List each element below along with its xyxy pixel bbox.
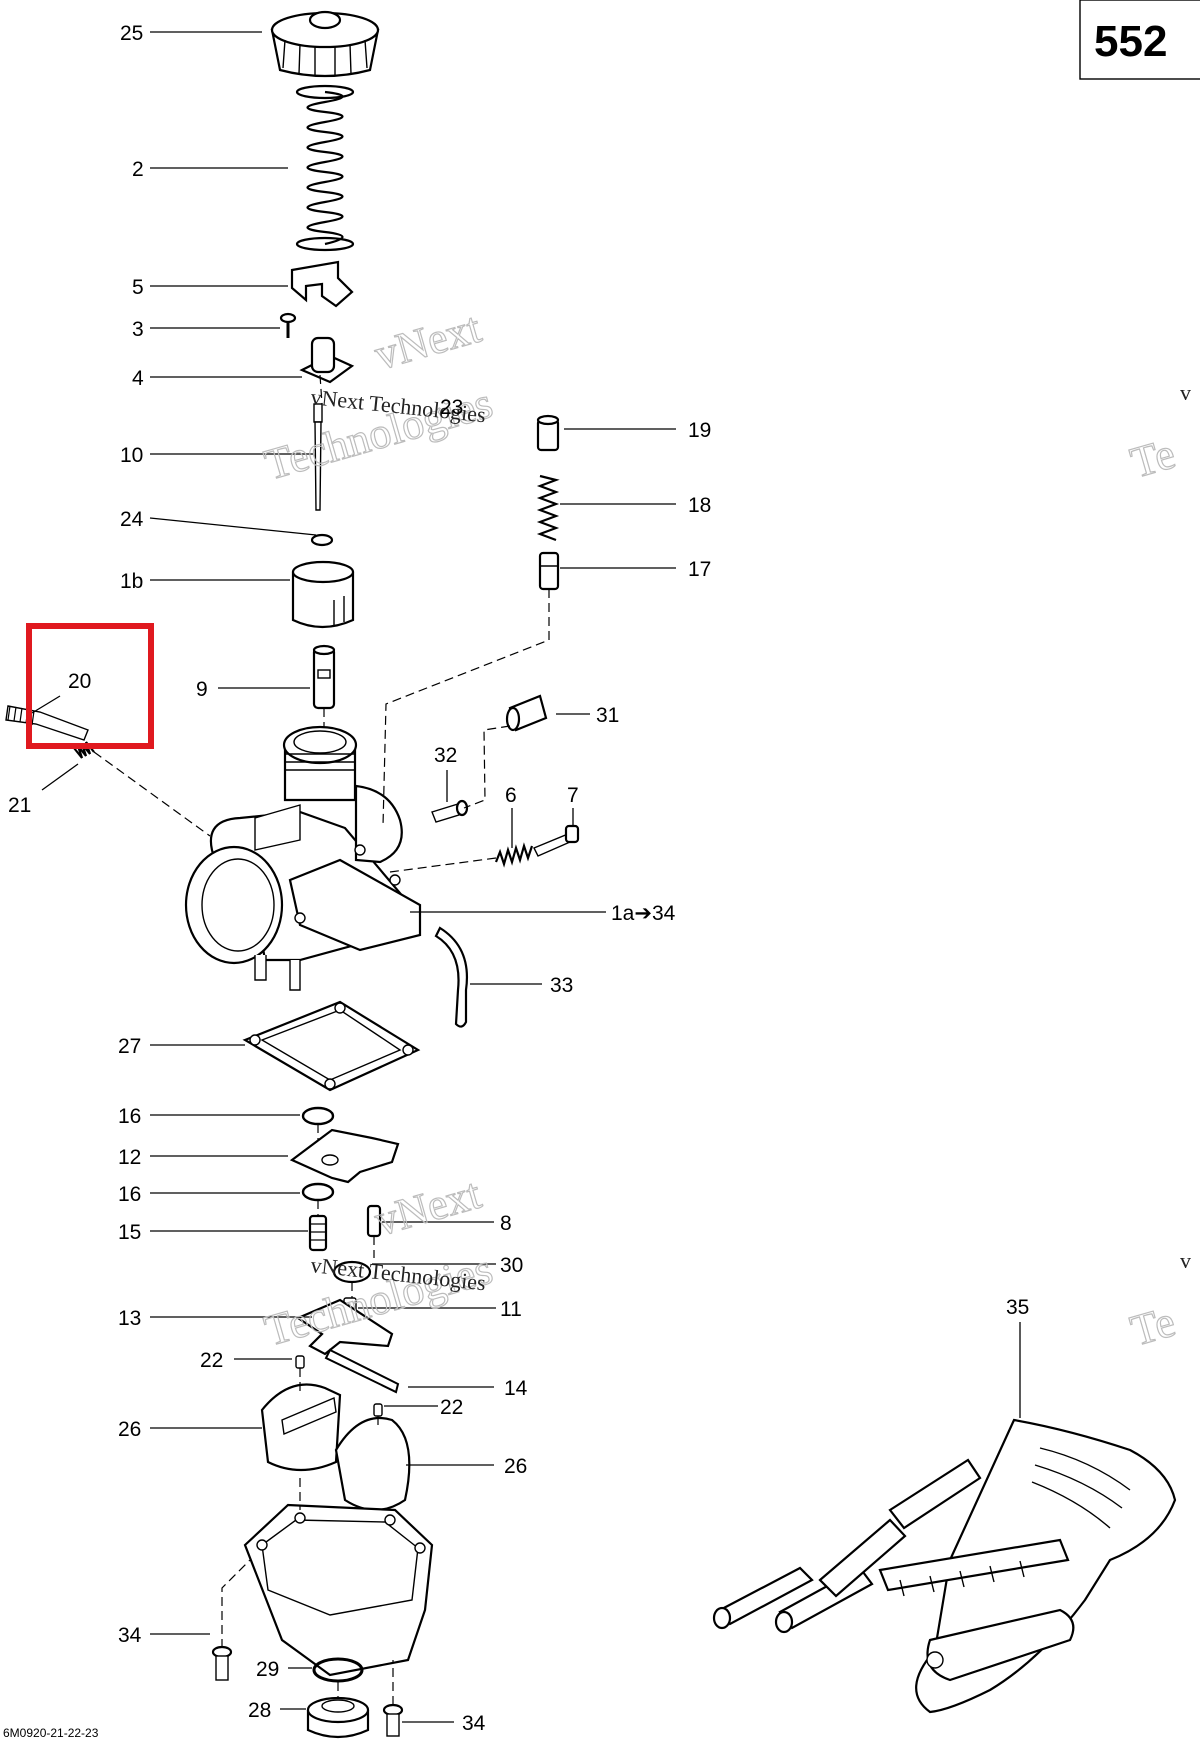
part-4-holder [299,336,355,384]
part-34-screw-bottom [382,1703,404,1737]
part-12-plate [289,1128,400,1184]
part-16-oring-upper [301,1106,335,1126]
callout-27: 27 [118,1035,141,1058]
part-26-float-left [260,1383,342,1472]
callout-30: 30 [500,1254,523,1277]
part-float-bowl [243,1503,434,1677]
callout-12: 12 [118,1146,141,1169]
assembly-lines [93,374,550,1705]
part-32-screw [431,799,469,823]
page-number: 552 [1094,17,1167,66]
part-24-washer [310,533,334,547]
callout-32: 32 [434,744,457,767]
callout-8: 8 [500,1212,512,1235]
leader-lines [31,31,1021,1723]
watermark-brand-lower: vNext [369,1169,486,1246]
callout-26-left: 26 [118,1418,141,1441]
callout-25: 25 [120,22,143,45]
callout-1b: 1b [120,570,143,593]
drawing-code: 6M0920-21-22-23 [3,1726,99,1739]
highlight-box-part-20 [26,623,154,749]
part-3-screw [279,312,297,338]
watermark-brand-upper: vNext [369,303,486,380]
callout-6: 6 [505,784,517,807]
part-7-screw [533,824,580,857]
part-25-cap [270,10,380,78]
part-14-pin [324,1348,400,1394]
part-22-pin-upper [295,1355,305,1369]
callout-22-lower: 22 [440,1396,463,1419]
part-1b-slide [291,560,355,629]
watermark-partial-te-upper: Te [1125,429,1180,488]
part-33-hose [434,926,468,1028]
callout-34-left: 34 [118,1624,142,1647]
watermark-partial-v-lower: v [1180,1248,1191,1273]
callout-labels: 25 2 5 3 4 23 19 10 18 24 17 1b 20 9 31 … [8,22,1029,1735]
part-9-needle-jet [312,644,336,710]
callout-4: 4 [132,367,144,390]
page-number-box: 552 [1079,0,1200,80]
callout-16-lower: 16 [118,1183,141,1206]
callout-15: 15 [118,1221,141,1244]
callout-9: 9 [196,678,208,701]
callout-16-upper: 16 [118,1105,141,1128]
part-15-main-jet [308,1214,328,1252]
part-34-screw-left [211,1645,233,1681]
callout-24: 24 [120,508,144,531]
part-18-spring [536,474,560,542]
callout-31: 31 [596,704,619,727]
callout-23: 23 [440,396,463,419]
callout-26-right: 26 [504,1455,527,1478]
part-16-oring-lower [301,1182,335,1202]
callout-19: 19 [688,419,711,442]
callout-7: 7 [567,784,579,807]
callout-2: 2 [132,158,144,181]
callout-1a-34: 1a➔34 [611,902,676,925]
part-27-gasket [242,1000,421,1092]
callout-5: 5 [132,276,144,299]
callout-10: 10 [120,444,143,467]
callout-20: 20 [68,670,91,693]
part-1a-carburetor-body [184,725,422,991]
callout-21: 21 [8,794,31,817]
callout-34-bottom: 34 [462,1712,486,1735]
part-5-clip [290,260,354,308]
part-20-screw [5,705,89,741]
callout-29: 29 [256,1658,279,1681]
callout-11: 11 [500,1298,522,1321]
callout-22-upper: 22 [200,1349,223,1372]
part-13-float-arm [295,1298,394,1356]
part-22-pin-lower [373,1403,383,1417]
callout-13: 13 [118,1307,141,1330]
part-6-spring [494,842,534,868]
part-31-cap [505,694,548,732]
part-2-spring [295,84,355,252]
part-28-drain-plug [306,1696,370,1739]
part-35-tool-kit [712,1418,1177,1714]
watermark-partial-v-upper: v [1180,380,1191,405]
callout-17: 17 [688,558,711,581]
callout-33: 33 [550,974,573,997]
part-10-needle [313,403,323,511]
watermark-partial-te-lower: Te [1125,1297,1180,1356]
callout-3: 3 [132,318,144,341]
watermark-right-edge: v Te v Te [1125,380,1191,1356]
callout-35: 35 [1006,1296,1029,1319]
callout-18: 18 [688,494,711,517]
part-19-adjuster [536,414,560,452]
part-17-nut [538,551,560,591]
callout-14: 14 [504,1377,528,1400]
part-26-float-right [334,1416,411,1511]
callout-28: 28 [248,1699,271,1722]
part-29-oring [312,1657,364,1683]
